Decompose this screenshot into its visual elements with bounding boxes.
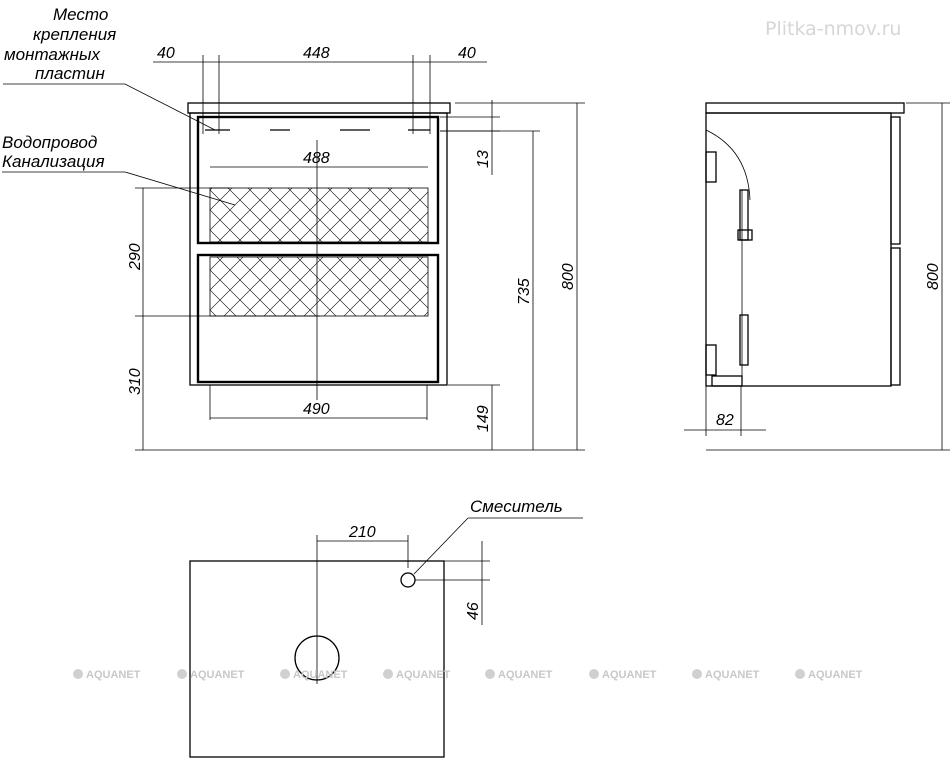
- aquanet-logo-text: AQUANET: [293, 669, 348, 681]
- front-countertop: [187, 102, 451, 114]
- front-cabinet-body: [189, 112, 448, 386]
- label-mounting-4: пластин: [35, 64, 106, 83]
- aquanet-logo-text: AQUANET: [498, 669, 553, 681]
- dim-490: 490: [303, 401, 330, 418]
- aquanet-logo-text: AQUANET: [396, 669, 451, 681]
- dim-290: 290: [127, 243, 144, 271]
- dim-13: 13: [475, 150, 492, 168]
- label-plumbing-1: Водопровод: [2, 133, 97, 152]
- aquanet-logo-icon: [589, 669, 599, 679]
- dim-310: 310: [127, 368, 144, 395]
- site-watermark: Plitka-nmov.ru: [765, 18, 901, 40]
- lower-drawer: [196, 253, 440, 384]
- aquanet-logo-icon: [692, 669, 702, 679]
- plumbing-zone-lower: [209, 256, 429, 317]
- aquanet-logo-icon: [485, 669, 495, 679]
- dim-800-side: 800: [925, 263, 942, 290]
- label-mixer: Смеситель: [470, 497, 563, 516]
- label-mounting-3: монтажных: [4, 45, 100, 64]
- side-countertop: [705, 102, 905, 114]
- plumbing-zone-upper: [209, 187, 429, 243]
- top-view: 210 46 Смеситель: [189, 497, 583, 758]
- aquanet-logo-icon: [177, 669, 187, 679]
- aquanet-logo-text: AQUANET: [705, 669, 760, 681]
- dim-800-front: 800: [560, 263, 577, 290]
- side-view: 800 82: [684, 102, 950, 451]
- dim-448: 448: [303, 45, 330, 62]
- dim-46: 46: [465, 602, 482, 620]
- callouts: Место крепления монтажных пластин Водопр…: [2, 5, 236, 206]
- aquanet-logo-icon: [795, 669, 805, 679]
- label-plumbing-2: Канализация: [2, 152, 105, 171]
- label-mounting-1: Место: [53, 5, 108, 24]
- dim-149: 149: [475, 405, 492, 432]
- dim-right-40: 40: [458, 45, 476, 62]
- label-mounting-2: крепления: [33, 25, 116, 44]
- aquanet-logo-icon: [73, 669, 83, 679]
- aquanet-logo-icon: [383, 669, 393, 679]
- aquanet-logo-icon: [280, 669, 290, 679]
- dim-210: 210: [348, 524, 376, 541]
- upper-drawer: [196, 115, 440, 245]
- aquanet-logo-text: AQUANET: [86, 669, 141, 681]
- front-view: 40 448 40 488 13 290 310 490 149 735 800: [127, 45, 585, 451]
- dim-left-40: 40: [157, 45, 175, 62]
- side-cabinet-body: [705, 112, 892, 387]
- logo-row: AQUANET AQUANET AQUANET AQUANET AQUANET AQUAN…: [73, 669, 863, 681]
- aquanet-logo-text: AQUANET: [190, 669, 245, 681]
- mixer-hole: [400, 572, 416, 588]
- dim-735: 735: [516, 278, 533, 305]
- aquanet-logo-text: AQUANET: [602, 669, 657, 681]
- dim-82: 82: [716, 412, 734, 429]
- dim-488: 488: [303, 150, 330, 167]
- aquanet-logo-text: AQUANET: [808, 669, 863, 681]
